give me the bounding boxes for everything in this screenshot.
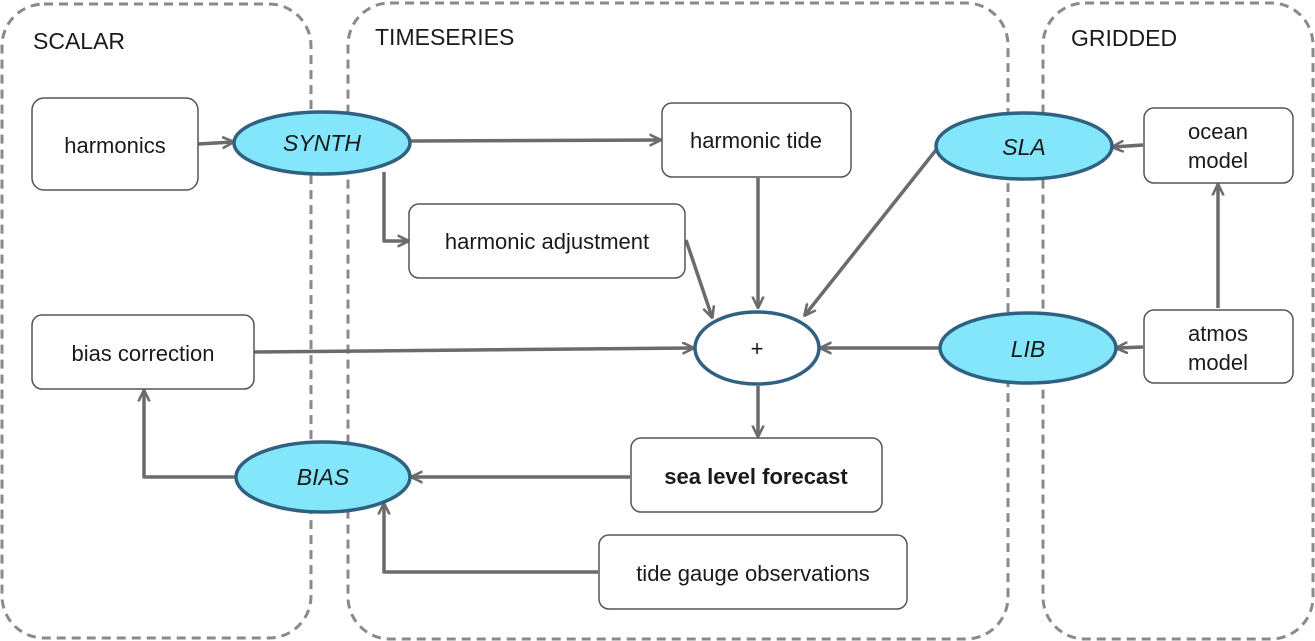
node-harmonics-box (31, 97, 199, 191)
node-bias: BIAS (234, 440, 412, 514)
node-atmos-model: atmos model (1143, 309, 1294, 384)
node-synth: SYNTH (232, 110, 412, 176)
node-bias-ellipse (234, 440, 412, 514)
node-sea-level-forecast: sea level forecast (630, 437, 883, 513)
node-lib-ellipse (938, 311, 1118, 385)
node-sla: SLA (934, 111, 1114, 181)
edge-sla-to-sum (805, 148, 938, 315)
node-sum-ellipse (693, 310, 821, 386)
edge-synth-to-harmonic-adjustment (382, 172, 408, 241)
node-bias-correction-box (31, 314, 255, 390)
node-ocean-model-label-line2: model (1188, 148, 1248, 173)
node-harmonic-tide-label: harmonic tide (690, 128, 822, 153)
node-bias-correction: bias correction (31, 314, 255, 390)
node-synth-label: SYNTH (283, 130, 361, 156)
node-harmonics: harmonics (31, 97, 199, 191)
edge-synth-to-harmonic-tide (410, 140, 660, 141)
edges (144, 140, 1218, 574)
node-tide-gauge-observations-label: tide gauge observations (636, 561, 870, 586)
node-ocean-model-label-line1: ocean (1188, 119, 1248, 144)
node-tide-gauge-observations-box (598, 534, 908, 610)
node-sea-level-forecast-label: sea level forecast (664, 464, 848, 489)
edge-bias-correction-to-sum (253, 348, 693, 352)
edge-observations-to-bias (384, 504, 598, 574)
node-harmonic-adjustment-box (408, 203, 686, 279)
node-lib: LIB (938, 311, 1118, 385)
node-synth-ellipse (232, 110, 412, 176)
node-atmos-model-label-line1: atmos (1188, 321, 1248, 346)
node-sla-label: SLA (1002, 134, 1045, 160)
node-bias-correction-label: bias correction (71, 341, 214, 366)
region-gridded-label: GRIDDED (1071, 25, 1177, 51)
node-atmos-model-label-line2: model (1188, 350, 1248, 375)
node-sum: + (693, 310, 821, 386)
edge-ocean-model-to-sla (1113, 145, 1144, 147)
node-bias-label: BIAS (297, 464, 350, 490)
edge-bias-to-bias-correction (144, 391, 236, 479)
edge-harmonic-adjustment-to-sum (684, 239, 712, 317)
node-atmos-model-box (1143, 309, 1294, 384)
region-scalar (0, 2, 313, 640)
region-scalar-label: SCALAR (33, 28, 125, 54)
node-ocean-model: ocean model (1143, 107, 1294, 184)
node-lib-label: LIB (1011, 336, 1046, 362)
node-sum-label: + (751, 336, 764, 361)
edge-harmonics-to-synth (197, 142, 233, 144)
node-harmonic-tide-box (661, 102, 852, 178)
node-sla-ellipse (934, 111, 1114, 181)
node-tide-gauge-observations: tide gauge observations (598, 534, 908, 610)
node-sea-level-forecast-box (630, 437, 883, 513)
node-ocean-model-box (1143, 107, 1294, 184)
node-harmonic-adjustment-label: harmonic adjustment (445, 229, 649, 254)
node-harmonics-label: harmonics (64, 133, 165, 158)
edge-atmos-model-to-lib (1117, 347, 1144, 348)
region-timeseries-label: TIMESERIES (375, 24, 514, 50)
node-harmonic-tide: harmonic tide (661, 102, 852, 178)
node-harmonic-adjustment: harmonic adjustment (408, 203, 686, 279)
